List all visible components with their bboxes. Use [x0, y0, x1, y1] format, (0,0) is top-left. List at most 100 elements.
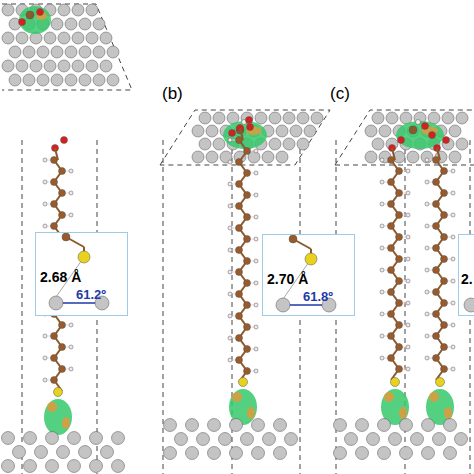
atom	[406, 301, 410, 305]
atom	[206, 125, 218, 137]
atom	[441, 234, 448, 241]
bond	[392, 148, 395, 160]
atom	[449, 125, 461, 137]
atom	[380, 334, 384, 338]
atom	[297, 112, 309, 124]
distance-label: 2.70 Å	[267, 271, 308, 287]
atom	[228, 204, 232, 208]
atom	[90, 432, 103, 445]
atom	[254, 369, 258, 373]
charge-density	[247, 407, 255, 419]
atom	[400, 419, 413, 432]
atom	[164, 419, 177, 432]
cell-outline	[2, 4, 474, 474]
atom	[244, 258, 251, 265]
atom	[451, 345, 455, 349]
atom	[2, 60, 14, 72]
atom	[51, 18, 63, 30]
atom	[285, 433, 298, 446]
atom	[58, 60, 70, 72]
atom	[276, 298, 290, 312]
atom	[425, 158, 429, 162]
atom	[396, 190, 403, 197]
atom	[24, 460, 37, 473]
atom	[49, 296, 63, 310]
atom	[65, 74, 77, 86]
atom	[380, 356, 384, 360]
atom	[406, 213, 410, 217]
atom	[276, 151, 288, 163]
atom	[93, 74, 105, 86]
atom	[356, 447, 369, 460]
atom	[441, 256, 448, 263]
atom	[241, 433, 254, 446]
atom	[228, 336, 232, 340]
atom	[421, 151, 433, 163]
atom	[254, 325, 258, 329]
atom	[244, 324, 251, 331]
atom	[236, 159, 243, 166]
atom	[107, 74, 119, 86]
atom	[236, 269, 243, 276]
atom	[59, 190, 66, 197]
atom	[425, 180, 429, 184]
atom	[23, 74, 35, 86]
atom	[254, 215, 258, 219]
atom	[72, 4, 84, 16]
atom	[378, 419, 391, 432]
atom	[451, 191, 455, 195]
atom	[365, 125, 377, 137]
atom	[236, 313, 243, 320]
panel-label: (b)	[162, 84, 183, 104]
atom	[441, 212, 448, 219]
atom	[398, 137, 405, 144]
atom	[396, 212, 403, 219]
atom	[58, 4, 70, 16]
atom	[51, 355, 58, 362]
atom	[244, 148, 251, 155]
inset-box: 2.70 Å61.8º	[262, 234, 355, 316]
atom	[456, 112, 468, 124]
atom	[380, 290, 384, 294]
atom	[43, 180, 47, 184]
atom	[406, 367, 410, 371]
atom	[236, 203, 243, 210]
atom	[186, 447, 199, 460]
atom	[51, 223, 58, 230]
atom	[19, 19, 26, 26]
atom	[388, 179, 395, 186]
atom	[380, 180, 384, 184]
atom	[236, 335, 243, 342]
atom	[244, 170, 251, 177]
atom	[406, 169, 410, 173]
atom	[400, 447, 413, 460]
atom	[263, 433, 276, 446]
atom	[58, 32, 70, 44]
atom	[78, 251, 90, 263]
charge-density	[62, 417, 70, 429]
atom	[396, 256, 403, 263]
atom	[69, 191, 73, 195]
atom	[208, 447, 221, 460]
atom	[197, 433, 210, 446]
atom	[289, 235, 297, 243]
atom	[372, 138, 384, 150]
atom	[451, 169, 455, 173]
atom	[51, 377, 58, 384]
atom	[69, 213, 73, 217]
atom	[112, 432, 125, 445]
atom	[396, 322, 403, 329]
atom	[409, 126, 417, 134]
atom	[107, 46, 119, 58]
atom	[425, 268, 429, 272]
atom	[455, 433, 468, 446]
charge-density	[47, 402, 57, 412]
atom	[164, 447, 177, 460]
distance-label: 2.68 Å	[40, 269, 81, 285]
atom	[380, 312, 384, 316]
atom	[436, 378, 445, 387]
atom	[380, 202, 384, 206]
atom	[43, 224, 47, 228]
charge-density	[44, 399, 72, 435]
atom	[451, 257, 455, 261]
